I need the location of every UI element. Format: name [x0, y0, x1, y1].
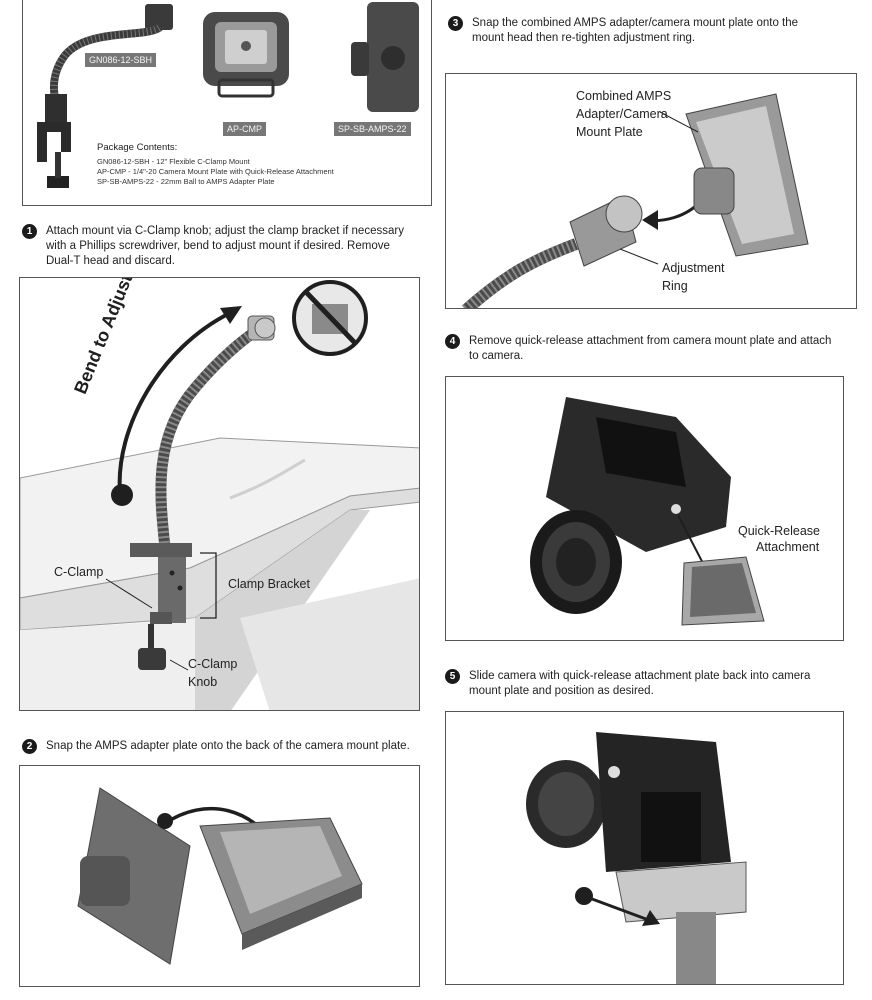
- desk-edge: [20, 487, 419, 631]
- step-text-line: Snap the combined AMPS adapter/camera mo…: [472, 17, 799, 29]
- step-3-illustration: Combined AMPS Adapter/Camera Mount Plate…: [445, 73, 857, 309]
- gooseneck-arm: [676, 912, 716, 984]
- adjustment-ring-label-2: Ring: [662, 279, 688, 293]
- step-text-line: with a Phillips screwdriver, bend to adj…: [46, 240, 390, 252]
- step-number-badge: 4: [445, 334, 460, 349]
- combined-plate-label-1: Combined AMPS: [576, 89, 672, 103]
- clamp-knob-small: [47, 176, 69, 188]
- step-text-line: Dual-T head and discard.: [46, 255, 175, 267]
- step-text-line: to camera.: [469, 350, 524, 362]
- dual-t-head: [145, 4, 173, 30]
- step-text-line: Snap the AMPS adapter plate onto the bac…: [46, 740, 410, 752]
- c-clamp-knob-label-2: Knob: [188, 675, 218, 689]
- clamp-bracket-label: Clamp Bracket: [228, 577, 310, 591]
- combined-plate-label-2: Adapter/Camera: [576, 107, 668, 121]
- clamp-bracket-small: [45, 94, 67, 124]
- c-clamp-knob-label-1: C-Clamp: [188, 657, 238, 671]
- step-text-line: Remove quick-release attachment from cam…: [469, 335, 832, 347]
- contents-item: AP-CMP - 1/4"-20 Camera Mount Plate with…: [97, 167, 334, 176]
- c-clamp-label: C-Clamp: [54, 565, 104, 579]
- step-text-line: mount plate and position as desired.: [469, 685, 654, 697]
- tag-sp-sb-amps: SP-SB-AMPS-22: [334, 122, 411, 136]
- step-number-badge: 5: [445, 669, 460, 684]
- step-text-line: Slide camera with quick-release attachme…: [469, 670, 811, 682]
- quick-release-label-2: Attachment: [756, 540, 820, 554]
- step-5-illustration: [445, 711, 844, 985]
- combined-plate-label-3: Mount Plate: [576, 125, 643, 139]
- step-number-badge: 3: [448, 16, 463, 31]
- tag-gn086: GN086-12-SBH: [85, 53, 157, 67]
- contents-item: GN086-12-SBH - 12" Flexible C-Clamp Moun…: [97, 157, 250, 166]
- package-illustration: [37, 2, 419, 188]
- step-text-line: Attach mount via C-Clamp knob; adjust th…: [46, 225, 404, 237]
- step-4-illustration: Quick-Release Attachment: [445, 376, 844, 641]
- step-number-badge: 1: [22, 224, 37, 239]
- step-2-illustration: [19, 765, 420, 987]
- package-contents-panel: GN086-12-SBH AP-CMP SP-SB-AMPS-22 Packag…: [22, 0, 432, 206]
- c-clamp-small: [37, 122, 71, 162]
- step-1-illustration: Bend to Adjust C-Clamp Clamp Bracket C-C…: [19, 277, 420, 711]
- quick-release-label-1: Quick-Release: [738, 524, 820, 538]
- slide-arrow: [583, 894, 655, 924]
- step-number-badge: 2: [22, 739, 37, 754]
- adjustment-ring-label-1: Adjustment: [662, 261, 725, 275]
- step-text-line: mount head then re-tighten adjustment ri…: [472, 32, 696, 44]
- camera-mount-plate: [615, 861, 747, 923]
- contents-item: SP-SB-AMPS-22 - 22mm Ball to AMPS Adapte…: [97, 177, 275, 186]
- tag-ap-cmp: AP-CMP: [223, 122, 267, 136]
- contents-title: Package Contents:: [97, 142, 178, 153]
- bend-arrow: [117, 311, 231, 494]
- clamp-knob: [138, 648, 166, 670]
- clamp-top-plate: [130, 543, 192, 557]
